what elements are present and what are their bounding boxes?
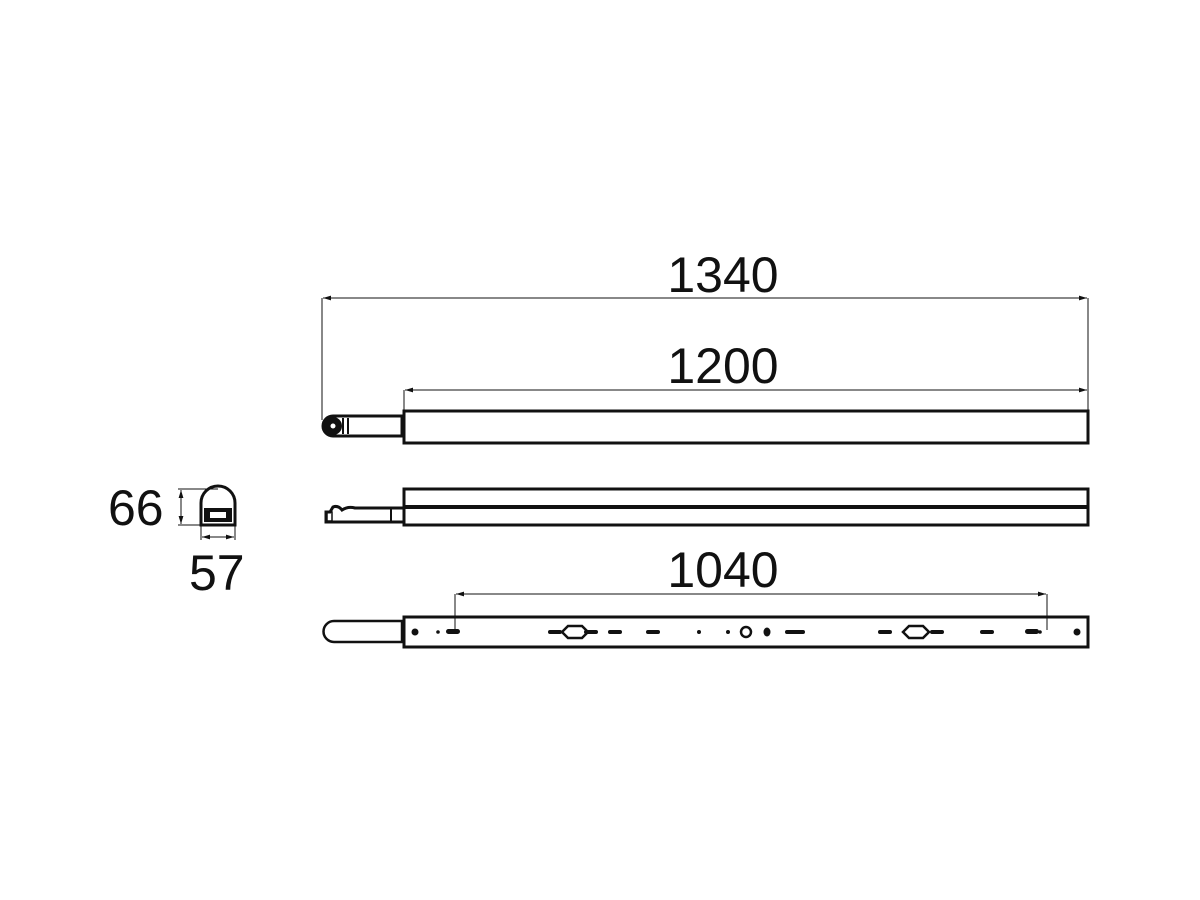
side-view — [324, 487, 1090, 527]
end-view: 66 57 — [108, 480, 245, 601]
overall-length-label: 1340 — [667, 247, 778, 303]
body-length-label: 1200 — [667, 338, 778, 394]
height-label: 66 — [108, 480, 164, 536]
luminaire-body-top — [402, 409, 1090, 445]
end-cap-connector — [321, 414, 404, 438]
mounting-bracket-side — [324, 504, 406, 524]
mounting-distance-label: 1040 — [667, 542, 778, 598]
width-label: 57 — [189, 545, 245, 601]
bottom-view: 1040 — [322, 542, 1090, 649]
profile-section — [199, 484, 237, 527]
luminaire-body-bottom — [402, 615, 1090, 649]
top-view: 1340 1200 — [321, 247, 1090, 445]
connector-handle — [322, 619, 404, 644]
